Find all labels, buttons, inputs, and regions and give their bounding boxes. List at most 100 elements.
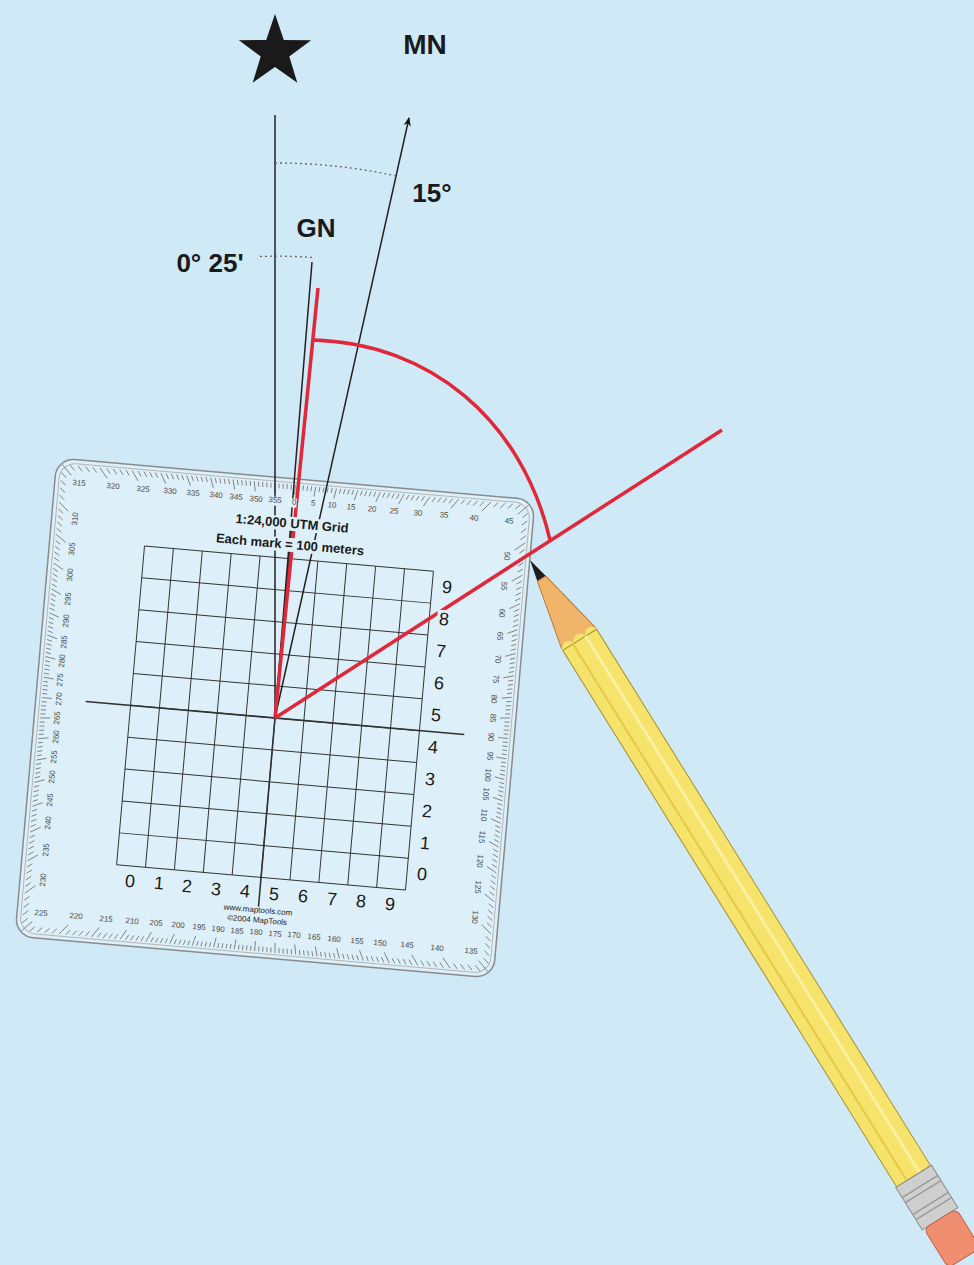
degree-tick xyxy=(503,733,508,735)
degree-tick xyxy=(58,509,63,513)
degree-tick xyxy=(131,471,139,482)
degree-tick xyxy=(51,594,56,597)
degree-tick xyxy=(508,504,513,509)
degree-tick xyxy=(32,802,42,808)
grid-number: 8 xyxy=(436,610,452,631)
degree-tick xyxy=(36,763,41,765)
degree-tick xyxy=(144,472,148,477)
degree-tick xyxy=(224,479,226,484)
degree-tick xyxy=(485,936,490,941)
degree-tick xyxy=(507,629,517,635)
degree-tick xyxy=(314,946,318,956)
degree-tick xyxy=(473,500,477,505)
degree-number: 270 xyxy=(55,691,65,707)
degree-tick xyxy=(205,942,206,947)
degree-number: 245 xyxy=(46,791,56,807)
degree-tick xyxy=(37,750,42,752)
degree-tick xyxy=(160,938,162,943)
degree-tick xyxy=(48,622,53,624)
degree-tick xyxy=(516,592,521,596)
degree-tick xyxy=(496,817,501,819)
degree-tick xyxy=(302,486,304,491)
degree-tick xyxy=(50,608,55,610)
degree-tick xyxy=(497,808,502,810)
degree-tick xyxy=(138,471,142,476)
degree-tick xyxy=(246,945,248,950)
degree-number: 120 xyxy=(474,853,484,869)
degree-tick xyxy=(282,484,284,489)
degree-tick xyxy=(25,882,30,886)
degree-tick xyxy=(45,657,55,660)
degree-number: 75 xyxy=(490,673,500,685)
degree-tick xyxy=(196,941,198,946)
degree-number: 160 xyxy=(326,935,342,945)
degree-tick xyxy=(505,721,510,723)
degree-tick xyxy=(59,924,68,935)
grid-number: 2 xyxy=(180,877,196,898)
degree-tick xyxy=(232,479,236,489)
degree-number: 170 xyxy=(286,931,302,941)
grid-convergence-arc xyxy=(260,256,312,257)
degree-tick xyxy=(449,498,453,503)
azimuth-arc xyxy=(313,340,550,540)
degree-number: 0 xyxy=(290,498,297,507)
degree-tick xyxy=(510,658,515,660)
degree-tick xyxy=(510,662,515,664)
degree-tick xyxy=(518,562,523,566)
degree-tick xyxy=(366,956,369,961)
degree-tick xyxy=(287,949,288,954)
pencil-body xyxy=(563,629,931,1187)
degree-number: 355 xyxy=(267,496,283,506)
degree-number: 25 xyxy=(388,507,400,517)
degree-tick xyxy=(250,946,252,951)
degree-number: 285 xyxy=(60,633,70,649)
degree-tick xyxy=(519,549,524,553)
degree-tick xyxy=(218,943,219,948)
degree-tick xyxy=(505,653,515,657)
grid-number: 1 xyxy=(151,874,167,895)
degree-tick xyxy=(286,484,288,489)
degree-number: 195 xyxy=(190,923,206,933)
degree-tick xyxy=(34,790,39,792)
degree-tick xyxy=(467,965,472,970)
declination-arc xyxy=(275,163,396,176)
degree-tick xyxy=(392,493,395,498)
degree-tick xyxy=(230,944,232,949)
degree-number: 80 xyxy=(489,693,499,705)
grid-number: 6 xyxy=(431,674,447,695)
degree-tick xyxy=(109,933,113,938)
degree-tick xyxy=(500,717,510,719)
degree-tick xyxy=(58,502,69,511)
degree-tick xyxy=(356,955,359,960)
angle-label: 0° 25' xyxy=(174,249,245,278)
degree-tick xyxy=(196,476,199,481)
degree-tick xyxy=(318,487,320,492)
degree-tick xyxy=(166,474,169,479)
grid-number: 0 xyxy=(122,871,138,892)
degree-tick xyxy=(438,497,442,502)
grid-number: 1 xyxy=(417,833,433,854)
degree-number: 250 xyxy=(48,769,58,785)
degree-tick xyxy=(47,639,52,641)
degree-tick xyxy=(262,482,263,487)
degree-tick xyxy=(115,934,118,939)
degree-tick xyxy=(439,962,443,967)
degree-tick xyxy=(155,473,158,478)
degree-tick xyxy=(44,669,49,670)
degree-tick xyxy=(294,945,297,955)
degree-tick xyxy=(397,494,400,499)
degree-tick xyxy=(290,485,292,490)
degree-number: 60 xyxy=(496,607,506,619)
degree-tick xyxy=(33,794,38,797)
degree-tick xyxy=(270,483,272,488)
degree-tick xyxy=(387,493,389,498)
degree-tick xyxy=(39,730,44,731)
degree-tick xyxy=(72,930,76,935)
degree-tick xyxy=(266,947,268,952)
degree-number: 340 xyxy=(207,491,223,501)
degree-number: 155 xyxy=(348,937,364,947)
degree-tick xyxy=(491,875,496,878)
degree-tick xyxy=(381,957,384,962)
degree-number: 45 xyxy=(503,517,515,527)
degree-tick xyxy=(44,673,49,675)
